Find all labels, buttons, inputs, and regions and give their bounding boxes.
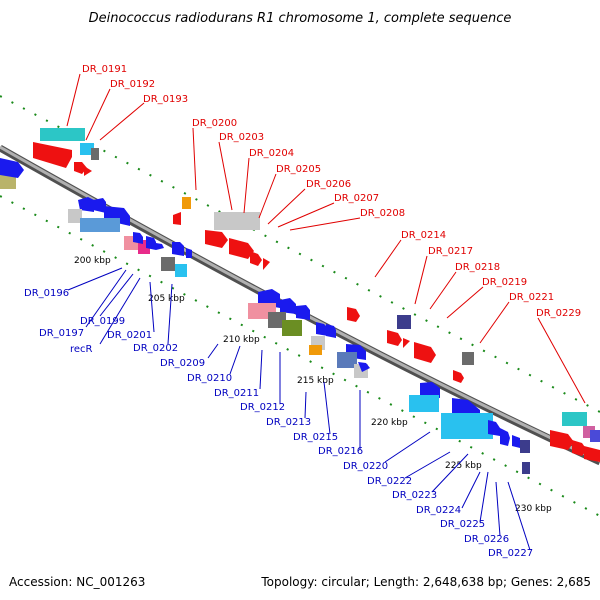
gene-label[interactable]: DR_0211 bbox=[214, 388, 259, 399]
gene-label[interactable]: DR_0225 bbox=[440, 519, 485, 530]
kbp-label: 225 kbp bbox=[445, 461, 482, 471]
gene-label[interactable]: DR_0197 bbox=[39, 328, 84, 339]
gene-label[interactable]: DR_0206 bbox=[306, 179, 351, 190]
gene-label[interactable]: DR_0220 bbox=[343, 461, 388, 472]
genome-summary: Topology: circular; Length: 2,648,638 bp… bbox=[260, 575, 591, 589]
forward-strand-features bbox=[0, 128, 600, 462]
gene-label[interactable]: recR bbox=[70, 344, 93, 355]
kbp-label: 205 kbp bbox=[148, 294, 185, 304]
gene-label[interactable]: DR_0214 bbox=[401, 230, 446, 241]
kbp-label: 210 kbp bbox=[223, 335, 260, 345]
kbp-markers: 200 kbp 205 kbp 210 kbp 215 kbp 220 kbp … bbox=[74, 256, 552, 514]
gene-label[interactable]: DR_0213 bbox=[266, 417, 311, 428]
gene-label[interactable]: DR_0217 bbox=[428, 246, 473, 257]
gene-label[interactable]: DR_0210 bbox=[187, 373, 232, 384]
gene-label[interactable]: DR_0215 bbox=[293, 432, 338, 443]
accession-text: Accession: NC_001263 bbox=[9, 575, 145, 589]
reverse-callout-lines bbox=[67, 267, 531, 551]
reverse-gene-labels: DR_0196 DR_0197 DR_0199 recR DR_0201 DR_… bbox=[24, 288, 533, 559]
forward-callout-lines bbox=[66, 73, 586, 404]
kbp-label: 200 kbp bbox=[74, 256, 111, 266]
gene-label[interactable]: DR_0196 bbox=[24, 288, 69, 299]
gene-label[interactable]: DR_0191 bbox=[82, 64, 127, 75]
outer-tick-guide bbox=[0, 95, 600, 413]
gene-label[interactable]: DR_0202 bbox=[133, 343, 178, 354]
reverse-strand-features bbox=[68, 197, 530, 474]
gene-label[interactable]: DR_0229 bbox=[536, 308, 581, 319]
gene-label[interactable]: DR_0221 bbox=[509, 292, 554, 303]
kbp-label: 220 kbp bbox=[371, 418, 408, 428]
gene-label[interactable]: DR_0216 bbox=[318, 446, 363, 457]
gene-label[interactable]: DR_0192 bbox=[110, 79, 155, 90]
gene-label[interactable]: DR_0193 bbox=[143, 94, 188, 105]
gene-label[interactable]: DR_0223 bbox=[392, 490, 437, 501]
gene-label[interactable]: DR_0218 bbox=[455, 262, 500, 273]
gene-label[interactable]: DR_0227 bbox=[488, 548, 533, 559]
gene-label[interactable]: DR_0226 bbox=[464, 534, 509, 545]
gene-label[interactable]: DR_0209 bbox=[160, 358, 205, 369]
kbp-label: 215 kbp bbox=[297, 376, 334, 386]
map-title: Deinococcus radiodurans R1 chromosome 1,… bbox=[89, 11, 512, 26]
forward-gene-labels: DR_0191 DR_0192 DR_0193 DR_0200 DR_0203 … bbox=[82, 64, 581, 319]
gene-label[interactable]: DR_0203 bbox=[219, 132, 264, 143]
gene-label[interactable]: DR_0205 bbox=[276, 164, 321, 175]
inner-tick-guide bbox=[0, 195, 600, 517]
gene-label[interactable]: DR_0199 bbox=[80, 316, 125, 327]
gene-label[interactable]: DR_0200 bbox=[192, 118, 237, 129]
kbp-label: 230 kbp bbox=[515, 504, 552, 514]
gene-label[interactable]: DR_0212 bbox=[240, 402, 285, 413]
gene-label[interactable]: DR_0224 bbox=[416, 505, 461, 516]
gene-label[interactable]: DR_0207 bbox=[334, 193, 379, 204]
gene-label[interactable]: DR_0222 bbox=[367, 476, 412, 487]
gene-label[interactable]: DR_0219 bbox=[482, 277, 527, 288]
gene-label[interactable]: DR_0204 bbox=[249, 148, 294, 159]
gene-label[interactable]: DR_0201 bbox=[107, 330, 152, 341]
gene-label[interactable]: DR_0208 bbox=[360, 208, 405, 219]
